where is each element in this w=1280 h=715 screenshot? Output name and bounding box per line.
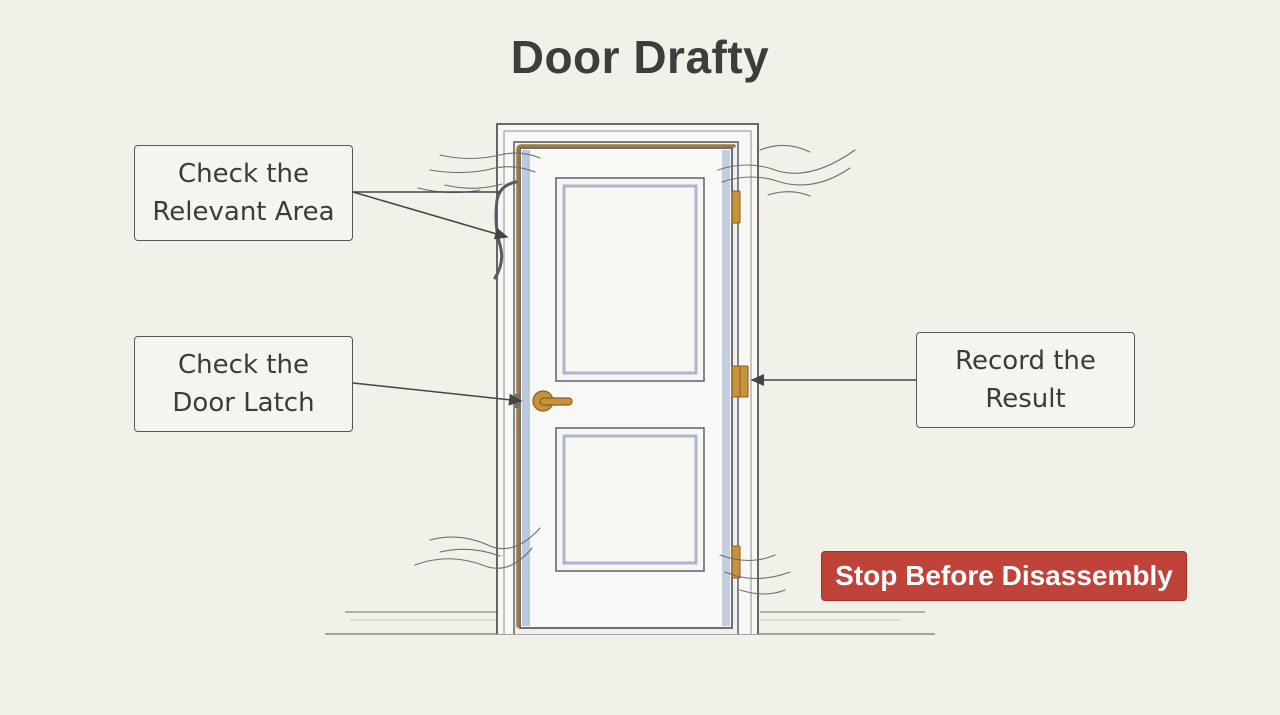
weatherstrip bbox=[516, 144, 736, 628]
callout-relevant-area: Check the Relevant Area bbox=[134, 145, 353, 241]
stop-warning-badge: Stop Before Disassembly bbox=[821, 551, 1187, 601]
hinge-icon bbox=[731, 190, 749, 579]
diagram-title: Door Drafty bbox=[510, 31, 770, 83]
connector-lines bbox=[352, 191, 916, 406]
callout-record-result: Record the Result bbox=[916, 332, 1135, 428]
door-icon bbox=[519, 147, 733, 629]
loose-weatherstrip bbox=[493, 180, 518, 280]
draft-lines-icon bbox=[414, 144, 856, 595]
callout-door-latch: Check the Door Latch bbox=[134, 336, 353, 432]
